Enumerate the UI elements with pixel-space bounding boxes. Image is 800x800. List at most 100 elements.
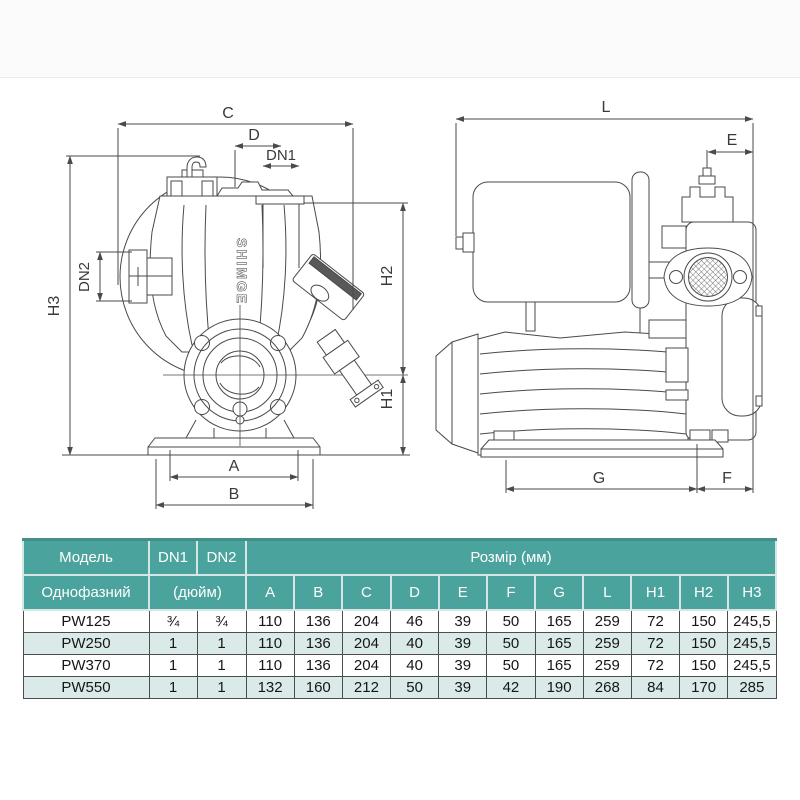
value-cell: 259 (582, 632, 632, 655)
tank-bracket (631, 171, 650, 309)
value-cell: 110 (245, 632, 295, 655)
pump-base-front (147, 437, 321, 456)
side-view-drawing (435, 150, 763, 458)
dim-label-a: A (229, 458, 240, 475)
model-cell: PW125 (22, 609, 150, 633)
header-model: Модель (22, 538, 150, 576)
value-cell: 204 (341, 609, 392, 633)
value-cell: 136 (293, 632, 343, 655)
value-cell: 50 (390, 676, 440, 699)
side-view-dimensions (455, 116, 754, 493)
dim-label-h3: H3 (46, 296, 63, 317)
header-dim-f: F (485, 574, 537, 611)
header-inch: (дюйм) (148, 574, 247, 611)
value-cell: 1 (148, 654, 198, 677)
suction-flange (663, 247, 753, 307)
value-cell: ¾ (148, 609, 198, 633)
header-dim-h3: H3 (726, 574, 778, 611)
front-view-dimensions (62, 121, 410, 509)
value-cell: 72 (630, 609, 681, 633)
pressure-tank (472, 181, 631, 303)
value-cell: 160 (293, 676, 343, 699)
dim-label-d: D (248, 127, 260, 144)
value-cell: 50 (486, 654, 536, 677)
model-cell: PW550 (22, 676, 150, 699)
value-cell: 259 (582, 654, 632, 677)
value-cell: 46 (390, 609, 440, 633)
header-dim-l: L (582, 574, 633, 611)
value-cell: 50 (486, 632, 536, 655)
dim-label-c: C (222, 105, 234, 122)
value-cell: 1 (196, 632, 247, 655)
value-cell: 1 (196, 676, 247, 699)
tank-nipple (455, 232, 475, 253)
motor-side-body (435, 331, 689, 456)
header-dim-c: C (341, 574, 392, 611)
dim-label-l: L (602, 99, 611, 116)
value-cell: ¾ (196, 609, 247, 633)
header-dn2: DN2 (196, 538, 247, 576)
brand-logo-text: SHIMGE (234, 238, 250, 305)
spec-table: Модель DN1 DN2 Розмір (мм) Однофазний (д… (22, 538, 778, 699)
value-cell: 268 (582, 676, 632, 699)
value-cell: 110 (245, 654, 295, 677)
value-cell: 39 (438, 654, 488, 677)
value-cell: 150 (679, 609, 729, 633)
value-cell: 150 (679, 654, 729, 677)
value-cell: 72 (630, 632, 681, 655)
header-dn1: DN1 (148, 538, 198, 576)
value-cell: 136 (293, 654, 343, 677)
model-cell: PW370 (22, 654, 150, 677)
model-cell: PW250 (22, 632, 150, 655)
value-cell: 245,5 (727, 609, 777, 633)
value-cell: 39 (438, 609, 488, 633)
value-cell: 245,5 (727, 632, 777, 655)
value-cell: 165 (534, 654, 584, 677)
value-cell: 1 (148, 632, 198, 655)
header-dim-b: B (293, 574, 344, 611)
header-dim-h2: H2 (678, 574, 729, 611)
priming-screw (698, 150, 716, 185)
value-cell: 40 (390, 654, 440, 677)
value-cell: 39 (438, 676, 488, 699)
value-cell: 42 (486, 676, 536, 699)
value-cell: 204 (341, 632, 392, 655)
header-size: Розмір (мм) (245, 538, 777, 576)
value-cell: 285 (727, 676, 777, 699)
dim-label-dn1: DN1 (266, 147, 296, 164)
suction-port (128, 249, 173, 304)
value-cell: 39 (438, 632, 488, 655)
flange-mesh (688, 257, 728, 297)
value-cell: 190 (534, 676, 584, 699)
value-cell: 259 (582, 609, 632, 633)
value-cell: 212 (341, 676, 392, 699)
value-cell: 165 (534, 632, 584, 655)
discharge-port (255, 195, 305, 268)
header-dim-h1: H1 (630, 574, 681, 611)
dim-label-f: F (722, 470, 732, 487)
value-cell: 165 (534, 609, 584, 633)
value-cell: 1 (148, 676, 198, 699)
value-cell: 1 (196, 654, 247, 677)
header-dim-e: E (437, 574, 488, 611)
pump-base-side (480, 430, 724, 458)
dim-label-g: G (593, 470, 605, 487)
handle-hook (186, 156, 207, 178)
page-top-divider (0, 0, 800, 78)
dim-label-dn2: DN2 (76, 262, 93, 292)
value-cell: 204 (341, 654, 392, 677)
value-cell: 150 (679, 632, 729, 655)
value-cell: 72 (630, 654, 681, 677)
spec-table-header: Модель DN1 DN2 Розмір (мм) Однофазний (д… (22, 538, 778, 611)
dim-label-h1: H1 (379, 389, 396, 410)
value-cell: 50 (486, 609, 536, 633)
outlet-assembly (292, 254, 384, 408)
dim-label-b: B (229, 486, 240, 503)
value-cell: 170 (679, 676, 729, 699)
dim-label-e: E (727, 132, 738, 149)
